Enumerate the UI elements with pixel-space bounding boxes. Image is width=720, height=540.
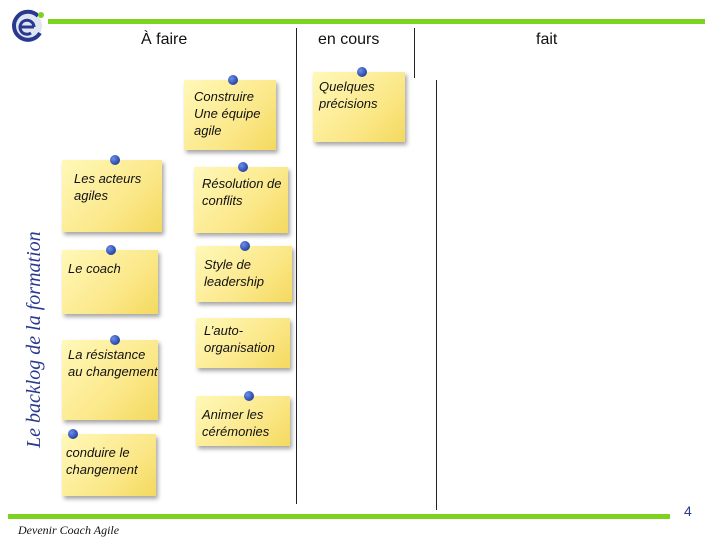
column-divider-2 bbox=[436, 80, 437, 510]
page-number: 4 bbox=[684, 503, 692, 519]
column-header-todo: À faire bbox=[141, 31, 188, 48]
note-text: L’auto-organisation bbox=[204, 323, 275, 355]
pin-icon bbox=[238, 162, 248, 172]
note-text: Le coach bbox=[68, 261, 121, 276]
column-divider-2-top bbox=[414, 28, 415, 78]
pin-icon bbox=[106, 245, 116, 255]
column-divider-1 bbox=[296, 28, 297, 504]
note-le-coach[interactable]: Le coach bbox=[62, 245, 158, 314]
note-acteurs-agiles[interactable]: Les acteurs agiles bbox=[62, 155, 162, 232]
note-text: Construire Une équipe agile bbox=[194, 89, 261, 138]
note-style-leadership[interactable]: Style de leadership bbox=[196, 241, 292, 302]
note-text: Les acteurs agiles bbox=[74, 171, 142, 203]
note-auto-organisation[interactable]: L’auto-organisation bbox=[196, 318, 290, 368]
footer-text: Devenir Coach Agile bbox=[18, 523, 120, 537]
note-precisions[interactable]: Quelques précisions bbox=[313, 67, 405, 142]
pin-icon bbox=[244, 391, 254, 401]
note-resistance-changement[interactable]: La résistance au changement bbox=[62, 335, 158, 420]
pin-icon bbox=[240, 241, 250, 251]
top-rule bbox=[48, 19, 705, 24]
note-text: Résolution de conflits bbox=[202, 176, 282, 208]
note-text: Animer les cérémonies bbox=[202, 407, 270, 439]
column-header-in-progress: en cours bbox=[318, 31, 380, 48]
pin-icon bbox=[68, 429, 78, 439]
logo bbox=[10, 6, 50, 46]
column-header-done: fait bbox=[536, 31, 558, 48]
note-construire-equipe[interactable]: Construire Une équipe agile bbox=[184, 75, 276, 150]
pin-icon bbox=[228, 75, 238, 85]
pin-icon bbox=[110, 335, 120, 345]
note-resolution-conflits[interactable]: Résolution de conflits bbox=[194, 162, 288, 233]
note-conduire-changement[interactable]: conduire le changement bbox=[62, 429, 156, 496]
pin-icon bbox=[357, 67, 367, 77]
note-text: La résistance au changement bbox=[68, 347, 158, 379]
bottom-rule bbox=[8, 514, 670, 519]
note-animer-ceremonies[interactable]: Animer les cérémonies bbox=[196, 391, 290, 446]
note-text: Quelques précisions bbox=[319, 79, 378, 111]
note-text: Style de leadership bbox=[204, 257, 264, 289]
note-text: conduire le changement bbox=[66, 445, 138, 477]
vertical-title: Le backlog de la formation bbox=[23, 231, 45, 448]
pin-icon bbox=[110, 155, 120, 165]
